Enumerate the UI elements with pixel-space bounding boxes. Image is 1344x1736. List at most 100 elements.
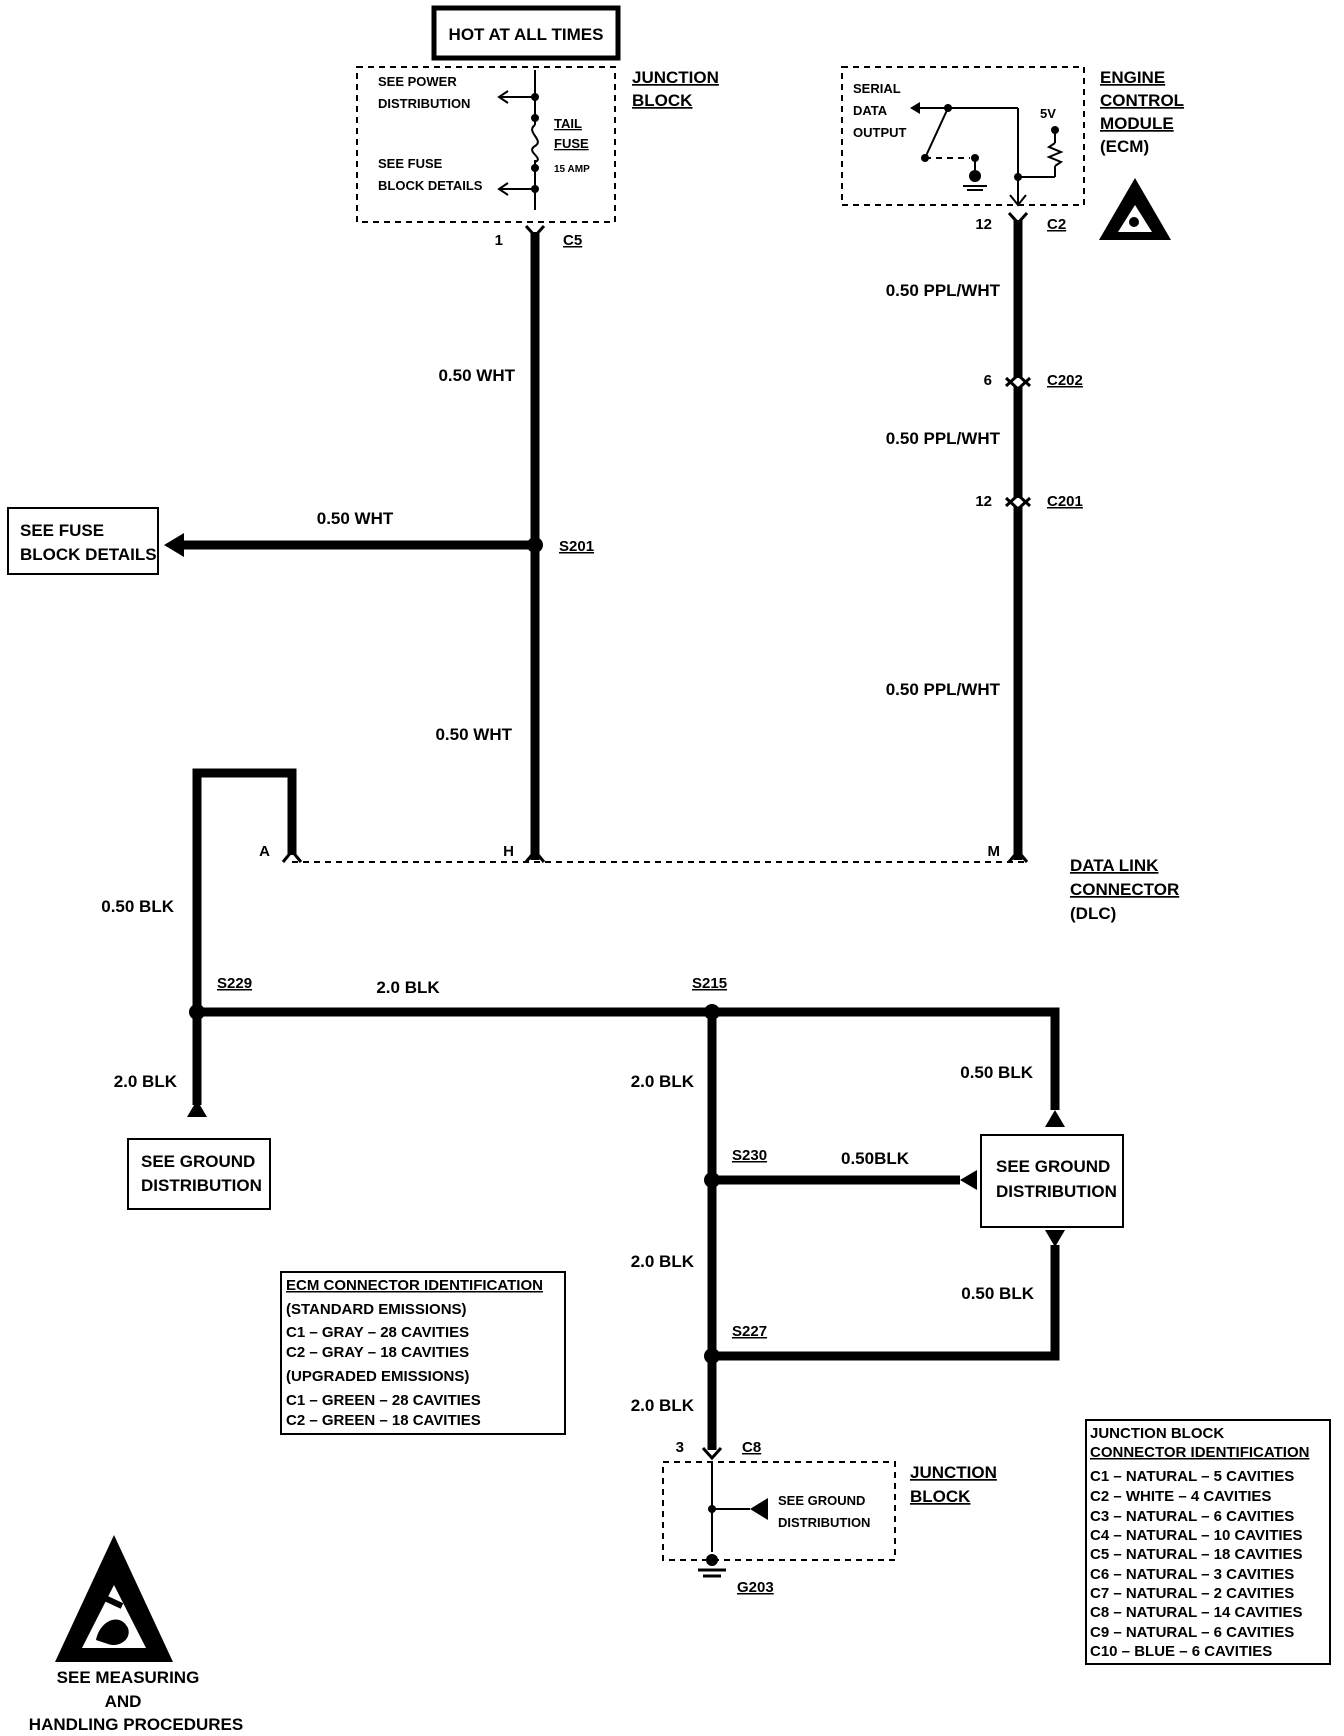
ecm-title3: MODULE [1100,114,1174,133]
ecm-voltage: 5V [1040,106,1056,121]
fuse-block-ref-box [7,507,159,575]
junction-connector-id-line: C6 – NATURAL – 3 CAVITIES [1090,1566,1294,1583]
fuse-ref-line2: BLOCK DETAILS [378,178,483,193]
ground-ref-left-line2: DISTRIBUTION [141,1176,262,1195]
ecm-box [841,66,1085,206]
ecm-connector-id-box [280,1271,566,1435]
wire-label-ppl-1: 0.50 PPL/WHT [886,281,1001,300]
ground-ref-left-box [127,1138,271,1210]
junction-block-bottom [662,1461,896,1561]
dlc-pin-h-icon [524,848,546,863]
splice-s227-label: S227 [732,1323,767,1340]
wire-label-blk-right-top: 0.50 BLK [960,1063,1033,1082]
ground-ref-junction-arrow-icon [750,1498,768,1520]
power-ref-line1: SEE POWER [378,74,457,89]
ground-g203-icon [706,1554,718,1566]
ecm-title2: CONTROL [1100,91,1184,110]
wire-label-ppl-2: 0.50 PPL/WHT [886,429,1001,448]
c5-pin: 1 [495,232,503,249]
power-ref-line2: DISTRIBUTION [378,96,470,111]
junction-block-top [356,66,616,223]
fuse-block-arrow-icon [164,533,184,557]
wire-label-blk-s230-down: 2.0 BLK [631,1252,695,1271]
wire-label-blk-a: 0.50 BLK [101,897,174,916]
ground-ref-right-line1: SEE GROUND [996,1157,1110,1176]
fuse-icon [531,124,539,163]
ground-ref-left-arrow-icon [187,1100,207,1117]
dlc-title3: (DLC) [1070,904,1116,923]
ecm-title4: (ECM) [1100,137,1149,156]
splice-g203-label: G203 [737,1579,774,1596]
c8-pin: 3 [676,1439,684,1456]
c8-connector-icon [701,1446,723,1461]
wire-label-blk-s230: 0.50BLK [841,1149,910,1168]
esd-notice-line3: HANDLING PROCEDURES [29,1715,243,1734]
c202-connector-icon [1004,372,1032,392]
dlc-title2: CONNECTOR [1070,880,1179,899]
junction-connector-id-line: C7 – NATURAL – 2 CAVITIES [1090,1585,1294,1602]
fuse-ref-line1: SEE FUSE [378,156,443,171]
junction-connector-id-box [1085,1419,1331,1665]
fuse-block-ref-line2: BLOCK DETAILS [20,545,157,564]
ground-ref-junction-line1: SEE GROUND [778,1493,865,1508]
serial-label-3: OUTPUT [853,125,907,140]
ecm-connector-id-title: ECM CONNECTOR IDENTIFICATION [286,1277,543,1294]
wire-label-blk-left-down: 2.0 BLK [114,1072,178,1091]
junction-connector-id-title1: JUNCTION BLOCK [1090,1425,1224,1442]
dlc-title1: DATA LINK [1070,856,1159,875]
wire-label-blk-s227-down: 2.0 BLK [631,1396,695,1415]
wire-blk-a [192,768,297,1012]
splice-s201-label: S201 [559,538,594,555]
esd-warning-icon [55,1535,173,1662]
junction-block-top-title2: BLOCK [632,91,693,110]
fuse-block-ref-line1: SEE FUSE [20,521,104,540]
switch-icon [924,107,949,159]
ground-ref-right-arrow-top-icon [1045,1110,1065,1127]
ecm-title1: ENGINE [1100,68,1165,87]
junction-connector-id-line: C1 – NATURAL – 5 CAVITIES [1090,1468,1294,1485]
dlc-pin-m: M [988,843,1001,860]
junction-block-top-title1: JUNCTION [632,68,719,87]
wire-label-blk-right-bottom: 0.50 BLK [961,1284,1034,1303]
wire-label-wht-branch: 0.50 WHT [317,509,394,528]
ground-ref-left-line1: SEE GROUND [141,1152,255,1171]
fuse-rating: 15 AMP [554,164,590,175]
serial-label-2: DATA [853,103,888,118]
ecm-connector-id-line: (UPGRADED EMISSIONS) [286,1368,469,1385]
junction-block-bottom-title2: BLOCK [910,1487,971,1506]
splice-s227 [704,1348,720,1364]
junction-connector-id-line: C8 – NATURAL – 14 CAVITIES [1090,1604,1303,1621]
junction-connector-id-title2: CONNECTOR IDENTIFICATION [1090,1444,1309,1461]
ground-ref-right-arrow-mid-icon [960,1170,977,1190]
power-ref-arrow-icon [497,90,509,104]
c201-pin: 12 [975,493,992,510]
junction-connector-id-line: C2 – WHITE – 4 CAVITIES [1090,1488,1271,1505]
hot-label: HOT AT ALL TIMES [449,25,604,44]
splice-s230-label: S230 [732,1147,767,1164]
junction-connector-id-line: C9 – NATURAL – 6 CAVITIES [1090,1624,1294,1641]
ecm-connector-id-line: C1 – GRAY – 28 CAVITIES [286,1324,469,1341]
splice-s215-label: S215 [692,975,727,992]
esd-warning-icon-small [1099,178,1171,240]
fuse-name-line2: FUSE [554,136,589,151]
esd-notice-line1: SEE MEASURING [57,1668,200,1687]
ecm-connector-id-line: C1 – GREEN – 28 CAVITIES [286,1392,481,1409]
ecm-connector-id-line: C2 – GREEN – 18 CAVITIES [286,1412,481,1429]
dlc-pin-h: H [503,843,514,860]
junction-connector-id-line: C4 – NATURAL – 10 CAVITIES [1090,1527,1303,1544]
junction-connector-id-line: C10 – BLUE – 6 CAVITIES [1090,1643,1272,1660]
ecm-connector-id-line: (STANDARD EMISSIONS) [286,1301,467,1318]
c201-connector-icon [1004,492,1032,512]
ground-ref-right-arrow-bottom-icon [1045,1230,1065,1247]
wire-label-blk-main: 2.0 BLK [376,978,440,997]
hot-label-box [431,5,621,61]
c5-label: C5 [563,232,582,249]
junction-block-bottom-title1: JUNCTION [910,1463,997,1482]
wire-label-wht-lower: 0.50 WHT [435,725,512,744]
c202-label: C202 [1047,372,1083,389]
c201-label: C201 [1047,493,1083,510]
splice-s229-label: S229 [217,975,252,992]
resistor-icon [1046,142,1064,167]
fuse-ref-arrow-icon [497,182,509,196]
